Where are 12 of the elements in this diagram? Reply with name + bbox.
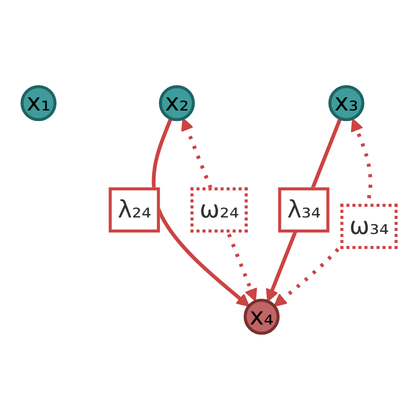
node-circle: x₁ <box>20 85 57 122</box>
arrow <box>266 118 342 302</box>
arrow <box>274 118 372 307</box>
edge-label: ω₃₄ <box>349 211 389 240</box>
edge-label: λ₂₄ <box>118 194 152 224</box>
arrow <box>181 118 258 302</box>
node-circle: x₄ <box>244 298 280 335</box>
arrow <box>152 118 250 307</box>
edge-label: λ₃₄ <box>287 194 321 224</box>
edge-label: ω₂₄ <box>200 194 240 224</box>
node-circle: x₂ <box>158 85 195 122</box>
node-circle: x₃ <box>328 85 364 122</box>
